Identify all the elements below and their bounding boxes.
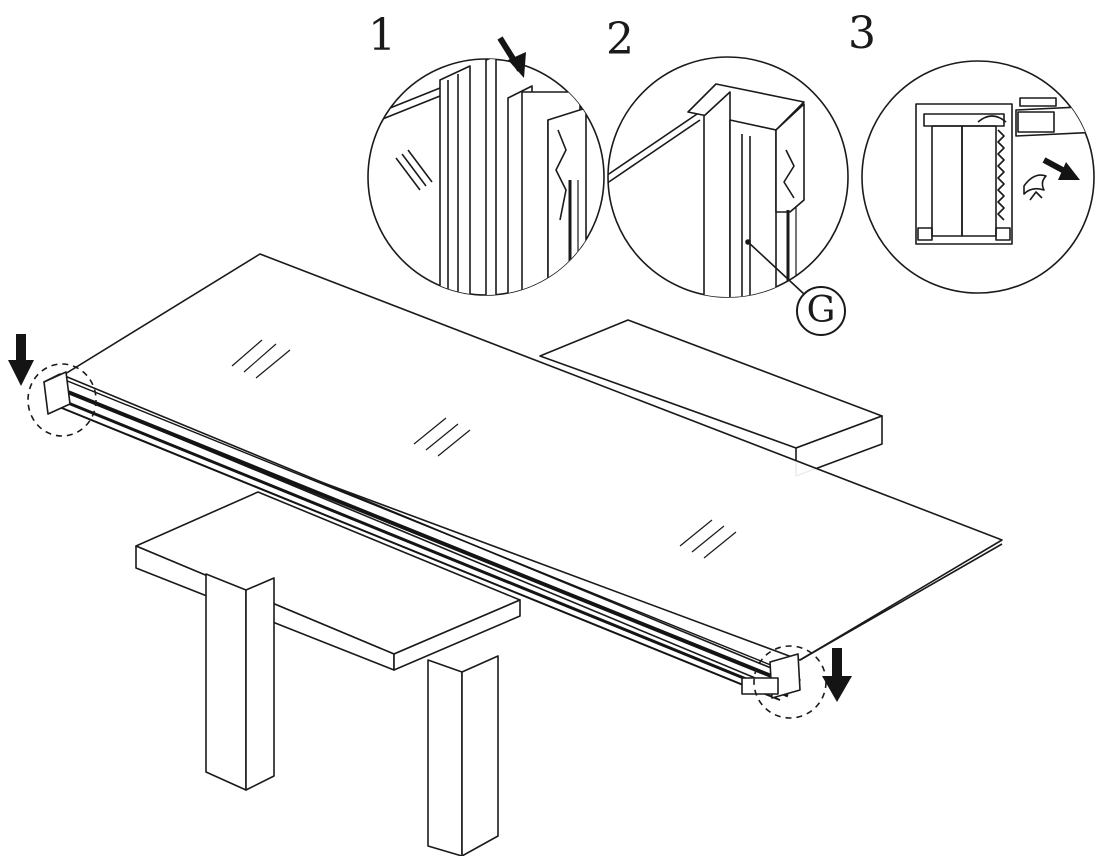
detail-1-arrow bbox=[508, 52, 526, 78]
press-arrow-right bbox=[822, 648, 852, 702]
glass-panel-edge bbox=[799, 543, 1003, 661]
table-side-edge bbox=[393, 599, 521, 671]
detail-3-arrow bbox=[1058, 162, 1080, 180]
rail-left-end bbox=[43, 371, 71, 415]
table-leg-left-side bbox=[245, 577, 275, 791]
detail-3-drawing bbox=[915, 97, 1094, 245]
profile-rail bbox=[43, 371, 801, 701]
detail-ring-left bbox=[27, 363, 97, 437]
step-number-1: 1 bbox=[368, 10, 396, 61]
rail-foot bbox=[741, 677, 779, 695]
table-leg-right-side bbox=[461, 655, 499, 857]
callout-g-label: G bbox=[796, 286, 846, 336]
step-number-3: 3 bbox=[848, 8, 876, 59]
step-number-2: 2 bbox=[606, 14, 634, 65]
table-leg-left-front bbox=[205, 573, 247, 791]
press-arrow-left bbox=[8, 334, 34, 386]
glass-reflection-marks bbox=[231, 339, 737, 559]
glass-panel-face bbox=[51, 253, 1003, 661]
table bbox=[135, 319, 883, 857]
callout-g-leader bbox=[747, 241, 805, 295]
detail-2-drawing bbox=[608, 83, 805, 297]
glass-panel bbox=[51, 253, 1003, 661]
table-leg-right-front bbox=[427, 659, 463, 857]
detail-1-drawing bbox=[368, 59, 587, 295]
